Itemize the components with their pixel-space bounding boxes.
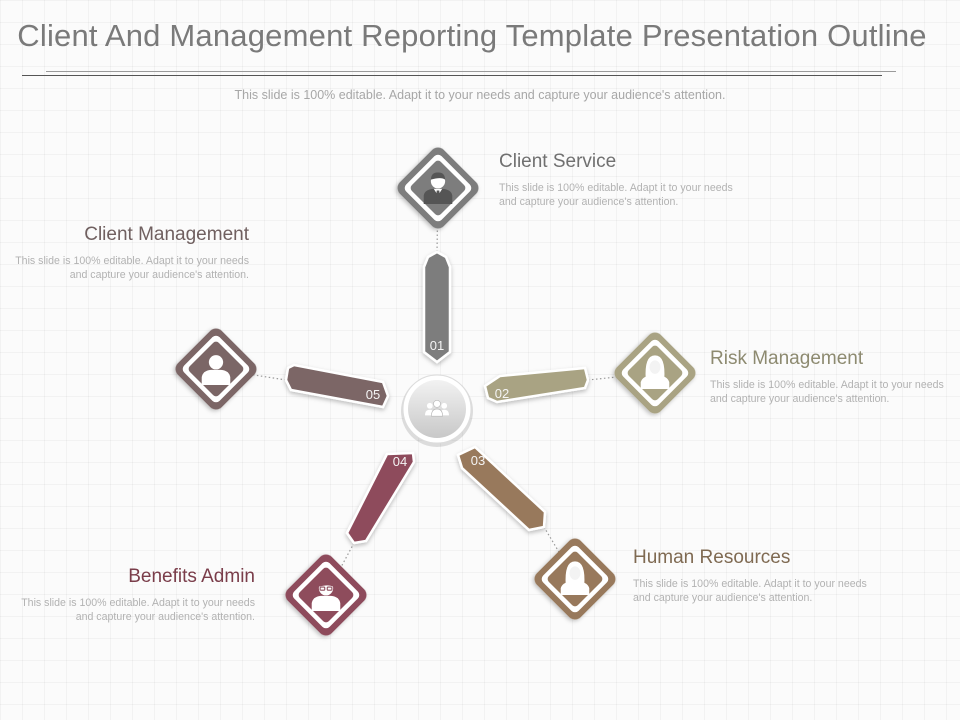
center-hub (401, 374, 473, 447)
item-label-benefits-admin: Benefits Admin This slide is 100% editab… (15, 566, 255, 624)
title-divider-line (46, 71, 896, 72)
item-description: This slide is 100% editable. Adapt it to… (21, 597, 255, 623)
item-number: 04 (393, 454, 407, 469)
arm-human-resources: 03 (456, 445, 547, 532)
slide-subtitle: This slide is 100% editable. Adapt it to… (234, 88, 726, 102)
arm-client-service: 01 (422, 250, 452, 364)
item-number: 05 (366, 387, 380, 402)
arm-benefits-admin: 04 (345, 451, 416, 545)
diamond-client-service (397, 147, 479, 229)
item-title: Client Service (499, 151, 617, 172)
item-description: This slide is 100% editable. Adapt it to… (499, 182, 733, 208)
item-label-risk-management: Risk Management This slide is 100% edita… (710, 348, 950, 406)
diamond-client-management (175, 328, 257, 410)
item-title: Human Resources (633, 547, 791, 568)
item-title: Risk Management (710, 348, 864, 369)
item-description: This slide is 100% editable. Adapt it to… (710, 379, 944, 405)
diamond-benefits-admin (285, 554, 367, 636)
item-label-client-management: Client Management This slide is 100% edi… (9, 224, 249, 282)
item-title: Client Management (84, 224, 249, 245)
item-label-human-resources: Human Resources This slide is 100% edita… (633, 547, 873, 605)
item-number: 03 (471, 453, 485, 468)
item-label-client-service: Client Service This slide is 100% editab… (499, 151, 739, 209)
item-description: This slide is 100% editable. Adapt it to… (633, 578, 867, 604)
diamond-human-resources (534, 538, 616, 620)
arm-risk-management: 02 (483, 366, 590, 404)
item-title: Benefits Admin (128, 566, 255, 587)
item-description: This slide is 100% editable. Adapt it to… (15, 255, 249, 281)
slide-title: Client And Management Reporting Template… (17, 18, 927, 53)
item-number: 01 (430, 338, 444, 353)
arm-client-management: 05 (284, 363, 390, 409)
title-divider-line (22, 75, 882, 76)
item-number: 02 (495, 386, 509, 401)
diamond-risk-management (614, 332, 696, 414)
